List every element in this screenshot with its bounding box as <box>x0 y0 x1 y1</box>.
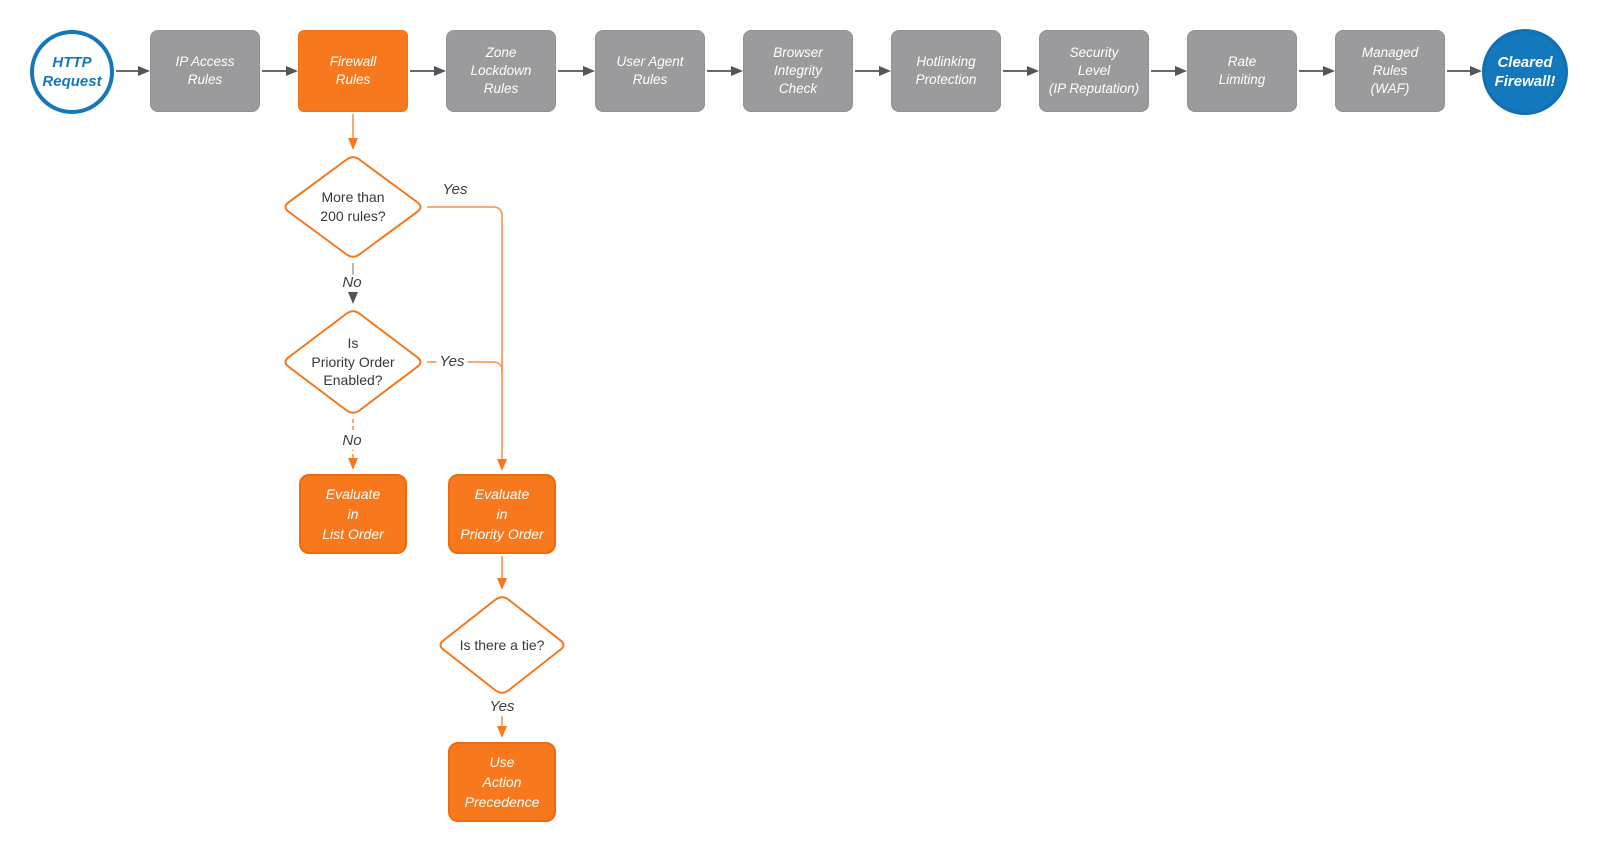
decision-text: More than 200 rules? <box>320 189 386 224</box>
end-node-cleared-firewall: Cleared Firewall! <box>1482 29 1568 115</box>
decision-is-there-a-tie: Is there a tie? <box>435 593 569 697</box>
decision-text: Is there a tie? <box>459 636 545 653</box>
stage-firewall-rules: Firewall Rules <box>298 30 408 112</box>
stage-hotlinking-protection: Hotlinking Protection <box>891 30 1001 112</box>
start-node-http-request: HTTP Request <box>30 30 114 114</box>
action-evaluate-in-list-order: Evaluate in List Order <box>299 474 407 554</box>
decision-more-than-200-rules: More than 200 rules? <box>280 153 426 261</box>
stage-zone-lockdown-rules: Zone Lockdown Rules <box>446 30 556 112</box>
edge-label-decision3-yes: Yes <box>486 698 518 716</box>
stage-browser-integrity-check: Browser Integrity Check <box>743 30 853 112</box>
diamond-shape <box>439 596 565 694</box>
action-evaluate-in-priority-order: Evaluate in Priority Order <box>448 474 556 554</box>
decision-text: Is Priority Order Enabled? <box>311 334 395 389</box>
stage-rate-limiting: Rate Limiting <box>1187 30 1297 112</box>
diamond-shape <box>284 310 422 414</box>
edge-decision2-yes-join <box>427 361 503 372</box>
edge-decision1-yes-to-priority-box <box>427 206 507 471</box>
decision-priority-order-enabled: Is Priority Order Enabled? <box>280 307 426 417</box>
edge-label-decision2-yes: Yes <box>436 353 468 371</box>
diamond-shape <box>284 156 422 258</box>
edge-label-decision2-no: No <box>339 432 365 450</box>
stage-security-level: Security Level (IP Reputation) <box>1039 30 1149 112</box>
edge-label-decision1-no: No <box>339 274 365 292</box>
stage-managed-rules-waf: Managed Rules (WAF) <box>1335 30 1445 112</box>
stage-ip-access-rules: IP Access Rules <box>150 30 260 112</box>
stage-user-agent-rules: User Agent Rules <box>595 30 705 112</box>
action-use-action-precedence: Use Action Precedence <box>448 742 556 822</box>
edge-label-decision1-yes: Yes <box>439 181 471 199</box>
